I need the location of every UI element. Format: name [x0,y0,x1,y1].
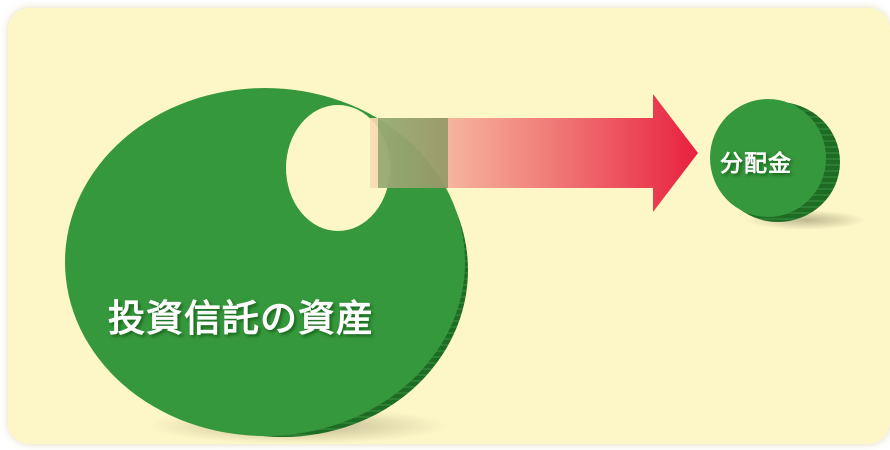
small-coin-face [710,99,826,217]
dividend-label: 分配金 [720,151,792,177]
large-coin-face [65,88,465,436]
small-coin [710,99,840,222]
flow-arrow [370,94,698,212]
investment-trust-assets-label: 投資信託の資産 [108,297,374,340]
diagram-canvas [8,8,890,444]
diagram-panel: 投資信託の資産 分配金 [8,8,890,444]
arrow-hole-shade [378,118,448,188]
